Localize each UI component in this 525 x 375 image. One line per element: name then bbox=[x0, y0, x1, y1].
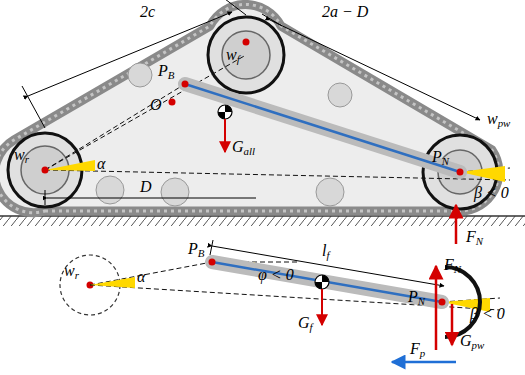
front-link bbox=[185, 84, 460, 172]
symbol-base: l bbox=[322, 242, 326, 259]
symbol-label: Gpw bbox=[460, 332, 484, 354]
symbol-base: G bbox=[460, 332, 472, 349]
subscript: pw bbox=[498, 117, 511, 129]
subscript: f bbox=[326, 249, 329, 261]
subscript: pw bbox=[472, 339, 485, 351]
front-link bbox=[209, 259, 481, 338]
reference-lines bbox=[90, 262, 500, 310]
force-arrow bbox=[451, 304, 454, 345]
symbol-label: PN bbox=[432, 148, 449, 170]
symbol-label: φ < 0 bbox=[258, 266, 294, 284]
symbol-base: w bbox=[226, 46, 237, 63]
wheels bbox=[8, 17, 497, 209]
symbol-label: O bbox=[150, 96, 162, 114]
symbol-label: PB bbox=[158, 62, 174, 84]
symbol-base: F bbox=[444, 256, 454, 273]
force-arrow bbox=[392, 361, 456, 364]
subscript: f bbox=[237, 53, 240, 65]
subscript: N bbox=[476, 235, 483, 247]
symbol-base: w bbox=[14, 146, 25, 163]
symbol-base: P bbox=[432, 148, 442, 165]
symbol-label: D bbox=[140, 178, 152, 196]
symbol-label: β < 0 bbox=[474, 184, 509, 202]
symbol-label: β < 0 bbox=[470, 305, 505, 323]
symbol-base: w bbox=[64, 262, 75, 279]
subscript: B bbox=[198, 247, 205, 259]
reference-lines bbox=[45, 55, 510, 180]
dimension-lines bbox=[210, 240, 444, 286]
symbol-label: wr bbox=[14, 146, 29, 168]
track bbox=[0, 4, 499, 212]
subscript: N bbox=[418, 295, 425, 307]
symbol-label: wr bbox=[64, 262, 79, 284]
symbol-label: wpw bbox=[487, 110, 510, 132]
symbol-base: P bbox=[188, 240, 198, 257]
subscript: N bbox=[454, 263, 461, 275]
symbol-label: PN bbox=[408, 288, 425, 310]
subscript: B bbox=[168, 69, 175, 81]
symbol-label: 2a − D bbox=[322, 3, 368, 21]
points bbox=[42, 39, 464, 176]
symbol-base: P bbox=[408, 288, 418, 305]
subscript: all bbox=[244, 145, 255, 157]
dimension-lines bbox=[22, 0, 480, 205]
symbol-base: P bbox=[158, 62, 168, 79]
ground bbox=[0, 216, 525, 226]
symbol-label: α bbox=[137, 268, 145, 286]
symbol-label: FN bbox=[466, 228, 483, 250]
symbol-label: Fp bbox=[410, 340, 425, 362]
force-arrow bbox=[455, 205, 458, 244]
subscript: r bbox=[75, 269, 79, 281]
symbol-label: wf bbox=[226, 46, 240, 68]
symbol-label: lf bbox=[322, 242, 329, 264]
subscript: r bbox=[25, 153, 29, 165]
force-arrow bbox=[435, 266, 438, 350]
center-of-gravity bbox=[315, 275, 329, 325]
symbol-label: Gall bbox=[232, 138, 255, 160]
subscript: p bbox=[420, 347, 425, 359]
symbol-label: α bbox=[97, 155, 105, 173]
angle-wedges bbox=[90, 262, 490, 312]
symbol-base: G bbox=[298, 314, 310, 331]
symbol-label: 2c bbox=[140, 3, 155, 21]
center-of-gravity bbox=[218, 105, 232, 152]
symbol-label: PB bbox=[188, 240, 204, 262]
symbol-base: F bbox=[410, 340, 420, 357]
symbol-base: G bbox=[232, 138, 244, 155]
symbol-label: Gf bbox=[298, 314, 313, 336]
symbol-base: w bbox=[487, 110, 498, 127]
subscript: N bbox=[442, 155, 449, 167]
symbol-label: FN bbox=[444, 256, 461, 278]
subscript: f bbox=[310, 321, 313, 333]
symbol-base: F bbox=[466, 228, 476, 245]
